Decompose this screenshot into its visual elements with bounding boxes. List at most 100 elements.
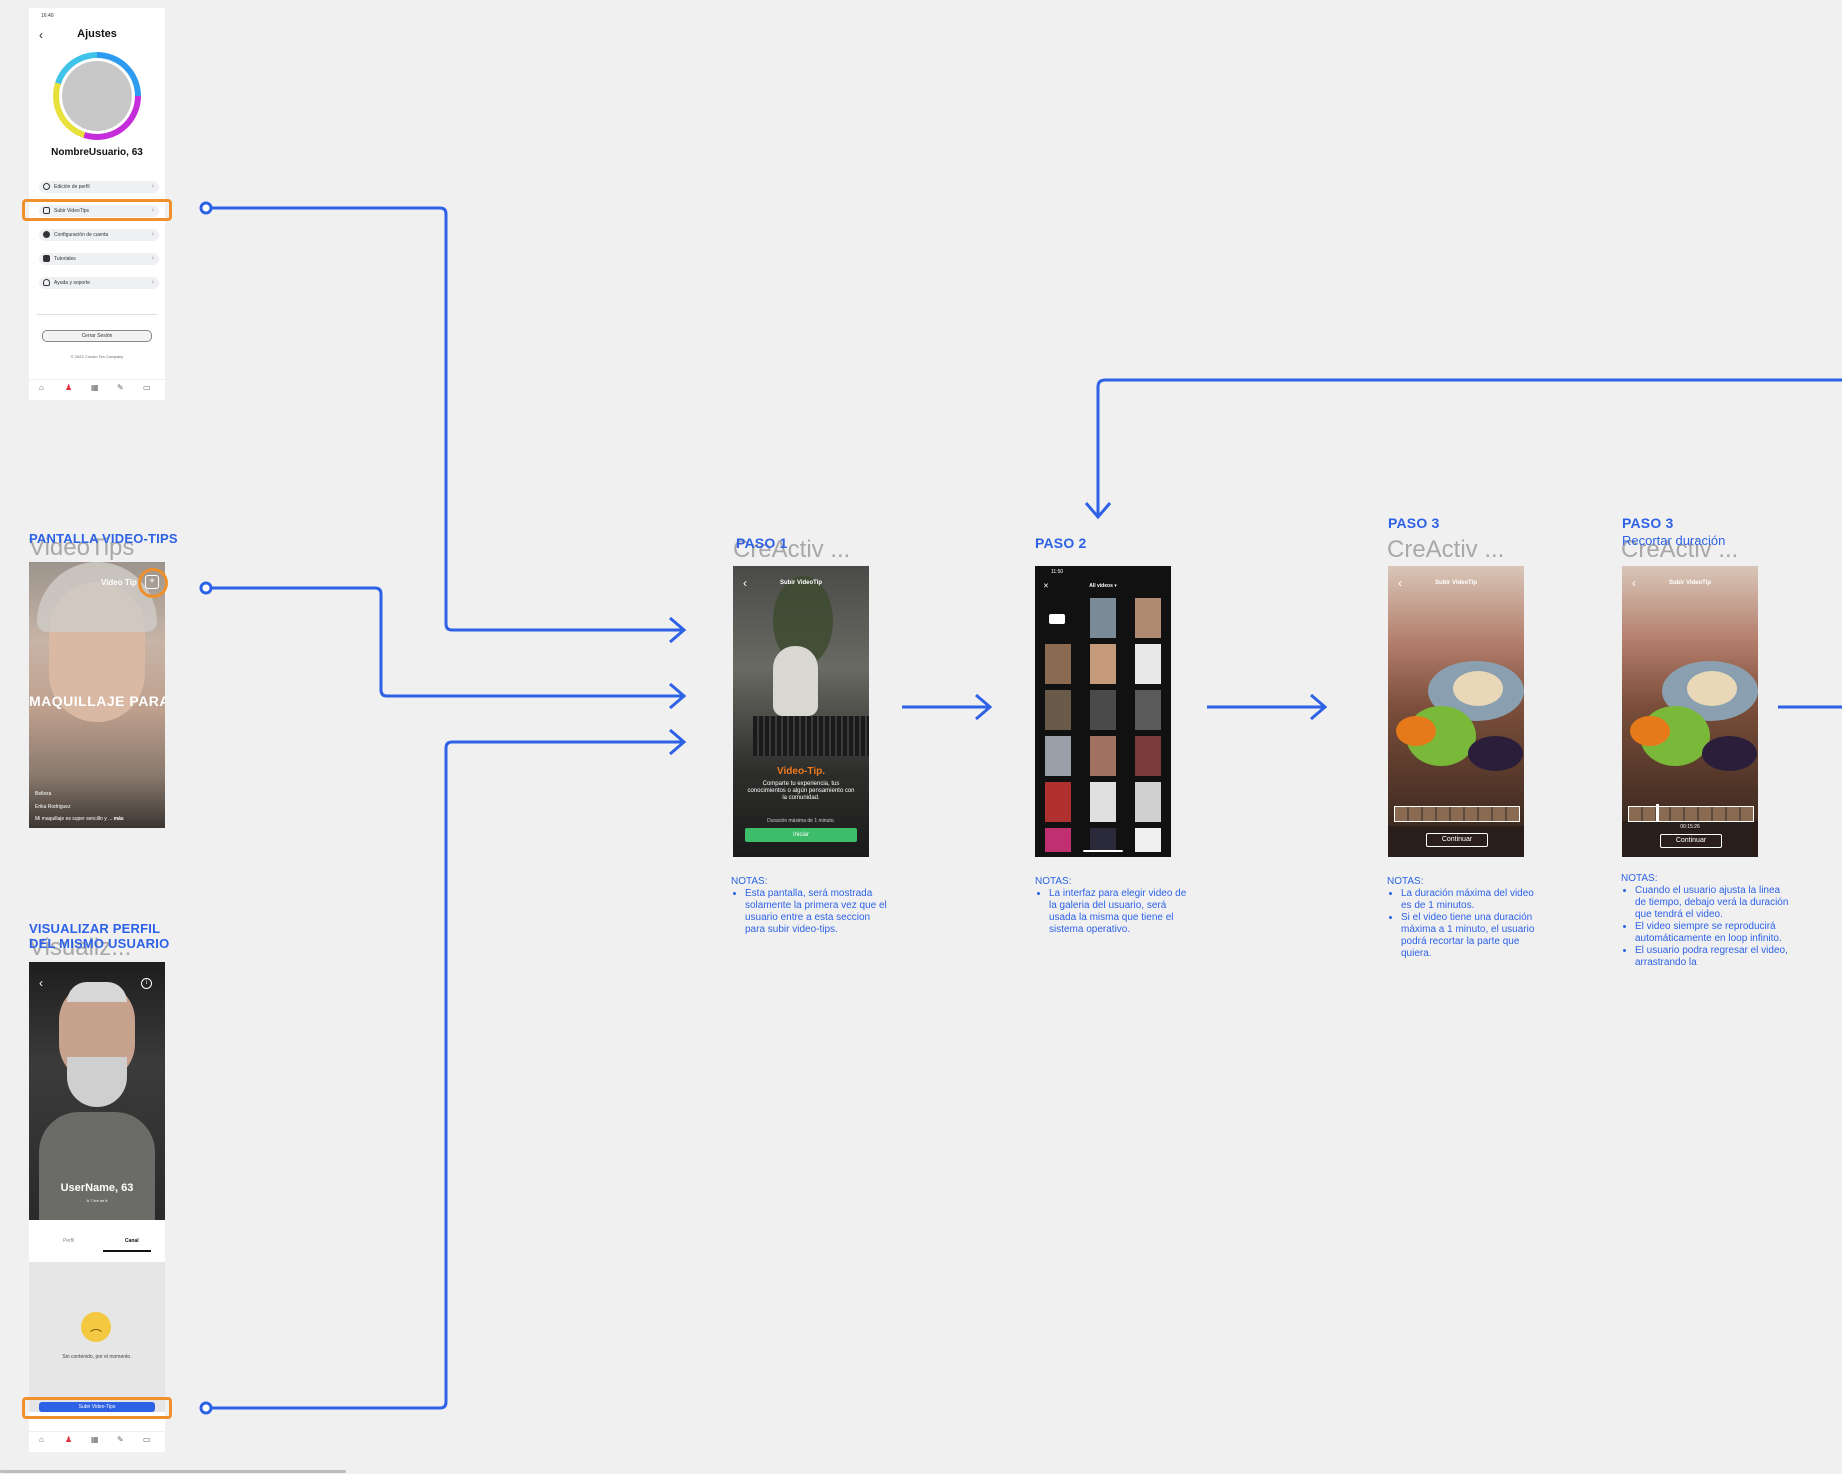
trim-handle[interactable] bbox=[1656, 804, 1659, 822]
tab-underline bbox=[103, 1250, 151, 1252]
timeline-strip[interactable] bbox=[1394, 806, 1520, 822]
bottom-nav: ⌂ ♟ ▦ ✎ ▭ bbox=[29, 1431, 165, 1452]
gallery-thumb[interactable] bbox=[1090, 782, 1116, 822]
gallery-thumb[interactable] bbox=[1045, 782, 1071, 822]
video-frame bbox=[1622, 566, 1758, 821]
notes-title: NOTAS: bbox=[731, 876, 768, 887]
gallery-thumb[interactable] bbox=[1135, 782, 1161, 822]
notes-paso2: NOTAS: La interfaz para elegir video de … bbox=[1035, 876, 1195, 936]
gallery-thumb[interactable] bbox=[1135, 736, 1161, 776]
menu-item-tutorials[interactable]: Tutoriales› bbox=[39, 253, 159, 265]
connector-start-dot-videotips bbox=[199, 581, 213, 595]
menu-item-help[interactable]: Ayuda y soporte› bbox=[39, 277, 159, 289]
continue-button[interactable]: Continuar bbox=[1660, 834, 1722, 848]
messages-icon[interactable]: ▭ bbox=[143, 383, 151, 392]
header-label: Video Tip bbox=[101, 578, 137, 587]
paso3b-screen: ‹ Subir VideoTip 00:15:26 Continuar bbox=[1622, 566, 1758, 857]
gallery-thumb[interactable] bbox=[1090, 828, 1116, 852]
events-icon[interactable]: ▦ bbox=[91, 1435, 99, 1444]
gallery-thumb[interactable] bbox=[1045, 828, 1071, 852]
notes-paso3a: NOTAS: La duración máxima del video es d… bbox=[1387, 876, 1547, 960]
back-arrow-icon[interactable]: ‹ bbox=[1632, 576, 1636, 590]
channel-content: ︵ Sin contenido, por el momento. bbox=[29, 1262, 165, 1412]
category-label: Belleza bbox=[35, 791, 52, 797]
gallery-thumb[interactable] bbox=[1135, 644, 1161, 684]
start-button[interactable]: Iniciar bbox=[745, 828, 857, 842]
brand-title: Video-Tip. bbox=[777, 766, 825, 777]
connector-start-dot-ajustes bbox=[199, 201, 213, 215]
discover-icon[interactable]: ✎ bbox=[117, 1435, 124, 1444]
gallery-thumb[interactable] bbox=[1090, 736, 1116, 776]
notes-paso3b: NOTAS: Cuando el usuario ajusta la linea… bbox=[1621, 873, 1791, 969]
ghost-title-videotips: VideoTips bbox=[29, 534, 135, 561]
caption: Mi maquillaje es super sencillo y ... má… bbox=[35, 816, 124, 822]
gallery-thumb[interactable] bbox=[1135, 690, 1161, 730]
album-selector[interactable]: All videos ▾ bbox=[1089, 583, 1117, 589]
back-arrow-icon[interactable]: ‹ bbox=[39, 976, 43, 990]
note-item: Si el video tiene una duración máxima a … bbox=[1401, 912, 1547, 960]
empty-message: Sin contenido, por el momento. bbox=[62, 1354, 132, 1360]
avatar[interactable] bbox=[53, 52, 141, 140]
author-name: Erika Rodriguez bbox=[35, 804, 71, 810]
highlight-plus-button bbox=[138, 568, 168, 598]
screen-header: Subir VideoTip bbox=[1668, 580, 1712, 586]
tab-profile[interactable]: Perfil bbox=[63, 1238, 75, 1244]
ghost-title-paso3b: CreActiv ... bbox=[1621, 536, 1739, 563]
connector-perfil-to-paso1 bbox=[206, 740, 682, 1410]
notes-title: NOTAS: bbox=[1621, 873, 1658, 884]
profile-photo bbox=[29, 962, 165, 1220]
highlight-upload-button bbox=[22, 1397, 172, 1419]
gallery-thumb[interactable] bbox=[1135, 598, 1161, 638]
step-title-paso3b: PASO 3 bbox=[1622, 515, 1674, 531]
connector-ajustes-to-paso1 bbox=[206, 206, 682, 632]
ghost-title-paso1: CreActiv ... bbox=[733, 536, 851, 563]
discover-icon[interactable]: ✎ bbox=[117, 383, 124, 392]
tab-channel[interactable]: Canal bbox=[125, 1238, 139, 1244]
gallery-thumb[interactable] bbox=[1045, 690, 1071, 730]
username: NombreUsuario, 63 bbox=[51, 147, 143, 158]
notes-paso1: NOTAS: Esta pantalla, será mostrada sola… bbox=[731, 876, 891, 936]
back-arrow-icon[interactable]: ‹ bbox=[1398, 576, 1402, 590]
user-edit-icon bbox=[43, 183, 50, 190]
events-icon[interactable]: ▦ bbox=[91, 383, 99, 392]
messages-icon[interactable]: ▭ bbox=[143, 1435, 151, 1444]
back-arrow-icon[interactable]: ‹ bbox=[743, 576, 747, 590]
friends-icon[interactable]: ♟ bbox=[65, 383, 73, 392]
horizontal-scrollbar[interactable] bbox=[0, 1470, 346, 1473]
home-icon[interactable]: ⌂ bbox=[39, 1435, 44, 1444]
gallery-thumb[interactable] bbox=[1045, 644, 1071, 684]
camera-icon[interactable] bbox=[1049, 614, 1065, 624]
gallery-thumb[interactable] bbox=[1045, 736, 1071, 776]
note-item: El usuario podra regresar el video, arra… bbox=[1635, 945, 1791, 969]
profile-name: UserName, 63 bbox=[60, 1182, 134, 1194]
logout-button[interactable]: Cerrar Sesión bbox=[42, 330, 152, 342]
description: Comparte tu experiencia, tus conocimient… bbox=[747, 781, 855, 801]
gallery-thumb[interactable] bbox=[1090, 690, 1116, 730]
ghost-title-paso3a: CreActiv ... bbox=[1387, 536, 1505, 563]
video-frame bbox=[1388, 566, 1524, 826]
divider bbox=[37, 314, 157, 315]
back-arrow-icon[interactable]: ‹ bbox=[39, 28, 43, 42]
timeline-strip[interactable] bbox=[1628, 806, 1754, 822]
bottom-nav: ⌂ ♟ ▦ ✎ ▭ bbox=[29, 379, 165, 400]
duration-timer: 00:15:26 bbox=[1680, 824, 1700, 830]
hair-shape bbox=[37, 562, 157, 632]
continue-button[interactable]: Continuar bbox=[1426, 833, 1488, 847]
friends-icon[interactable]: ♟ bbox=[65, 1435, 73, 1444]
upload-videotips-button[interactable]: Subir Video-Tips bbox=[39, 1402, 155, 1412]
menu-item-account-config[interactable]: Configuración de cuenta› bbox=[39, 229, 159, 241]
note-item: Esta pantalla, será mostrada solamente l… bbox=[745, 888, 891, 936]
gallery-thumb[interactable] bbox=[1090, 644, 1116, 684]
gallery-thumb[interactable] bbox=[1135, 828, 1161, 852]
gallery-thumb[interactable] bbox=[1090, 598, 1116, 638]
connector-return-to-paso2 bbox=[1096, 378, 1842, 515]
copyright: © 2022 Círculo Ten Company bbox=[70, 354, 124, 359]
close-icon[interactable]: ✕ bbox=[1043, 583, 1049, 590]
home-icon[interactable]: ⌂ bbox=[39, 383, 44, 392]
info-icon[interactable]: i bbox=[141, 978, 152, 989]
gear-icon bbox=[43, 231, 50, 238]
menu-item-edit-profile[interactable]: Edición de perfil› bbox=[39, 181, 159, 193]
menu-item-upload-videotips[interactable]: Subir VideoTips› bbox=[39, 205, 159, 217]
perfil-screen: ‹ i UserName, 63 A 7 km de ti Perfil Can… bbox=[29, 962, 165, 1452]
